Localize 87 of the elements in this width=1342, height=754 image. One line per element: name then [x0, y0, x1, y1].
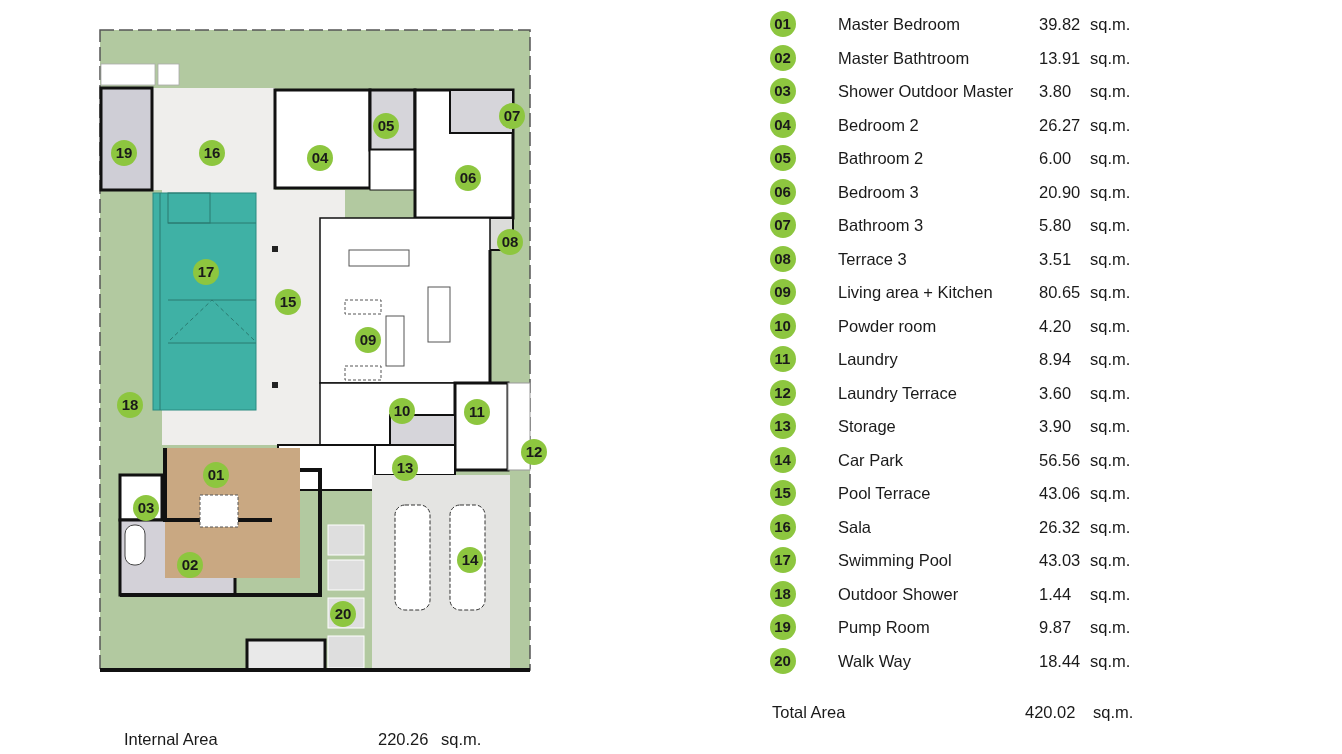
unit-label: sq.m.: [1090, 315, 1131, 336]
area-value: 3.60: [1039, 382, 1072, 403]
room-name: Walk Way: [838, 650, 912, 671]
unit-label: sq.m.: [441, 729, 482, 749]
room-name: Bedroom 2: [838, 114, 919, 135]
room-name: Pump Room: [838, 617, 930, 637]
area-heading: Total Area: [772, 702, 846, 722]
area-value: 13.91: [1039, 47, 1081, 68]
unit-label: sq.m.: [1090, 349, 1131, 369]
area-value: 26.27: [1039, 114, 1081, 135]
room-name: Bedroom 3: [838, 181, 919, 202]
unit-label: sq.m.: [1090, 550, 1131, 570]
area-value: 420.02: [1025, 702, 1076, 722]
area-value: 6.00: [1039, 148, 1072, 168]
callout-number: 12: [521, 439, 547, 465]
area-value: 220.26: [378, 729, 429, 749]
room-name: Pool Terrace: [838, 483, 931, 503]
room-name: Bathroom 2: [838, 148, 924, 168]
area-value: 8.94: [1039, 349, 1072, 369]
unit-label: sq.m.: [1090, 282, 1131, 302]
unit-label: sq.m.: [1090, 114, 1131, 135]
area-value: 26.32: [1039, 516, 1081, 537]
room-name: Powder room: [838, 315, 937, 336]
room-name: Shower Outdoor Master: [838, 81, 1014, 101]
area-value: 20.90: [1039, 181, 1081, 202]
unit-label: sq.m.: [1090, 47, 1131, 68]
area-value: 1.44: [1039, 583, 1072, 604]
area-value: 9.87: [1039, 617, 1072, 637]
callout-number: 03: [769, 78, 796, 104]
unit-label: sq.m.: [1090, 650, 1131, 671]
area-heading: Internal Area: [124, 729, 218, 749]
callout-number: 13: [769, 413, 796, 439]
unit-label: sq.m.: [1093, 702, 1134, 722]
callout-number: 09: [769, 279, 796, 305]
room-name: Laundry: [838, 349, 898, 369]
callout-number: 07: [769, 212, 796, 238]
callout-number: 19: [769, 614, 796, 640]
unit-label: sq.m.: [1090, 416, 1131, 436]
area-value: 43.03: [1039, 550, 1081, 570]
callout-number: 18: [769, 580, 796, 607]
callout-number: 05: [769, 145, 796, 171]
unit-label: sq.m.: [1090, 215, 1131, 235]
callout-number: 14: [769, 446, 796, 473]
room-name: Master Bedroom: [838, 14, 960, 34]
unit-label: sq.m.: [1090, 617, 1131, 637]
unit-label: sq.m.: [1090, 516, 1131, 537]
room-name: Storage: [838, 416, 896, 436]
room-name: Laundry Terrace: [838, 382, 957, 403]
area-value: 3.51: [1039, 248, 1072, 269]
callout-number: 11: [769, 346, 796, 372]
callout-number: 02: [769, 44, 796, 71]
callout-number: 04: [769, 111, 796, 138]
unit-label: sq.m.: [1090, 449, 1131, 470]
area-value: 3.90: [1039, 416, 1072, 436]
area-value: 80.65: [1039, 282, 1081, 302]
callout-number: 20: [769, 647, 796, 674]
unit-label: sq.m.: [1090, 483, 1131, 503]
callout-number: 15: [769, 480, 796, 506]
area-value: 39.82: [1039, 14, 1081, 34]
room-name: Car Park: [838, 449, 904, 470]
room-name: Bathroom 3: [838, 215, 924, 235]
callout-number: 12: [769, 379, 796, 406]
room-name: Sala: [838, 516, 872, 537]
unit-label: sq.m.: [1090, 248, 1131, 269]
unit-label: sq.m.: [1090, 148, 1131, 168]
room-name: Outdoor Shower: [838, 583, 959, 604]
area-value: 5.80: [1039, 215, 1072, 235]
area-value: 18.44: [1039, 650, 1081, 671]
unit-label: sq.m.: [1090, 382, 1131, 403]
area-value: 3.80: [1039, 81, 1072, 101]
room-name: Living area + Kitchen: [838, 282, 993, 302]
unit-label: sq.m.: [1090, 583, 1131, 604]
callout-number: 01: [769, 11, 796, 37]
callout-number: 08: [769, 245, 796, 272]
room-name: Terrace 3: [838, 248, 907, 269]
callout-number: 17: [769, 547, 796, 573]
unit-label: sq.m.: [1090, 181, 1131, 202]
area-value: 4.20: [1039, 315, 1072, 336]
room-name: Swimming Pool: [838, 550, 952, 570]
callout-number: 10: [769, 312, 796, 339]
unit-label: sq.m.: [1090, 14, 1131, 34]
room-name: Master Bathtroom: [838, 47, 970, 68]
area-value: 56.56: [1039, 449, 1081, 470]
unit-label: sq.m.: [1090, 81, 1131, 101]
callout-number: 06: [769, 178, 796, 205]
callout-number: 16: [769, 513, 796, 540]
area-value: 43.06: [1039, 483, 1081, 503]
